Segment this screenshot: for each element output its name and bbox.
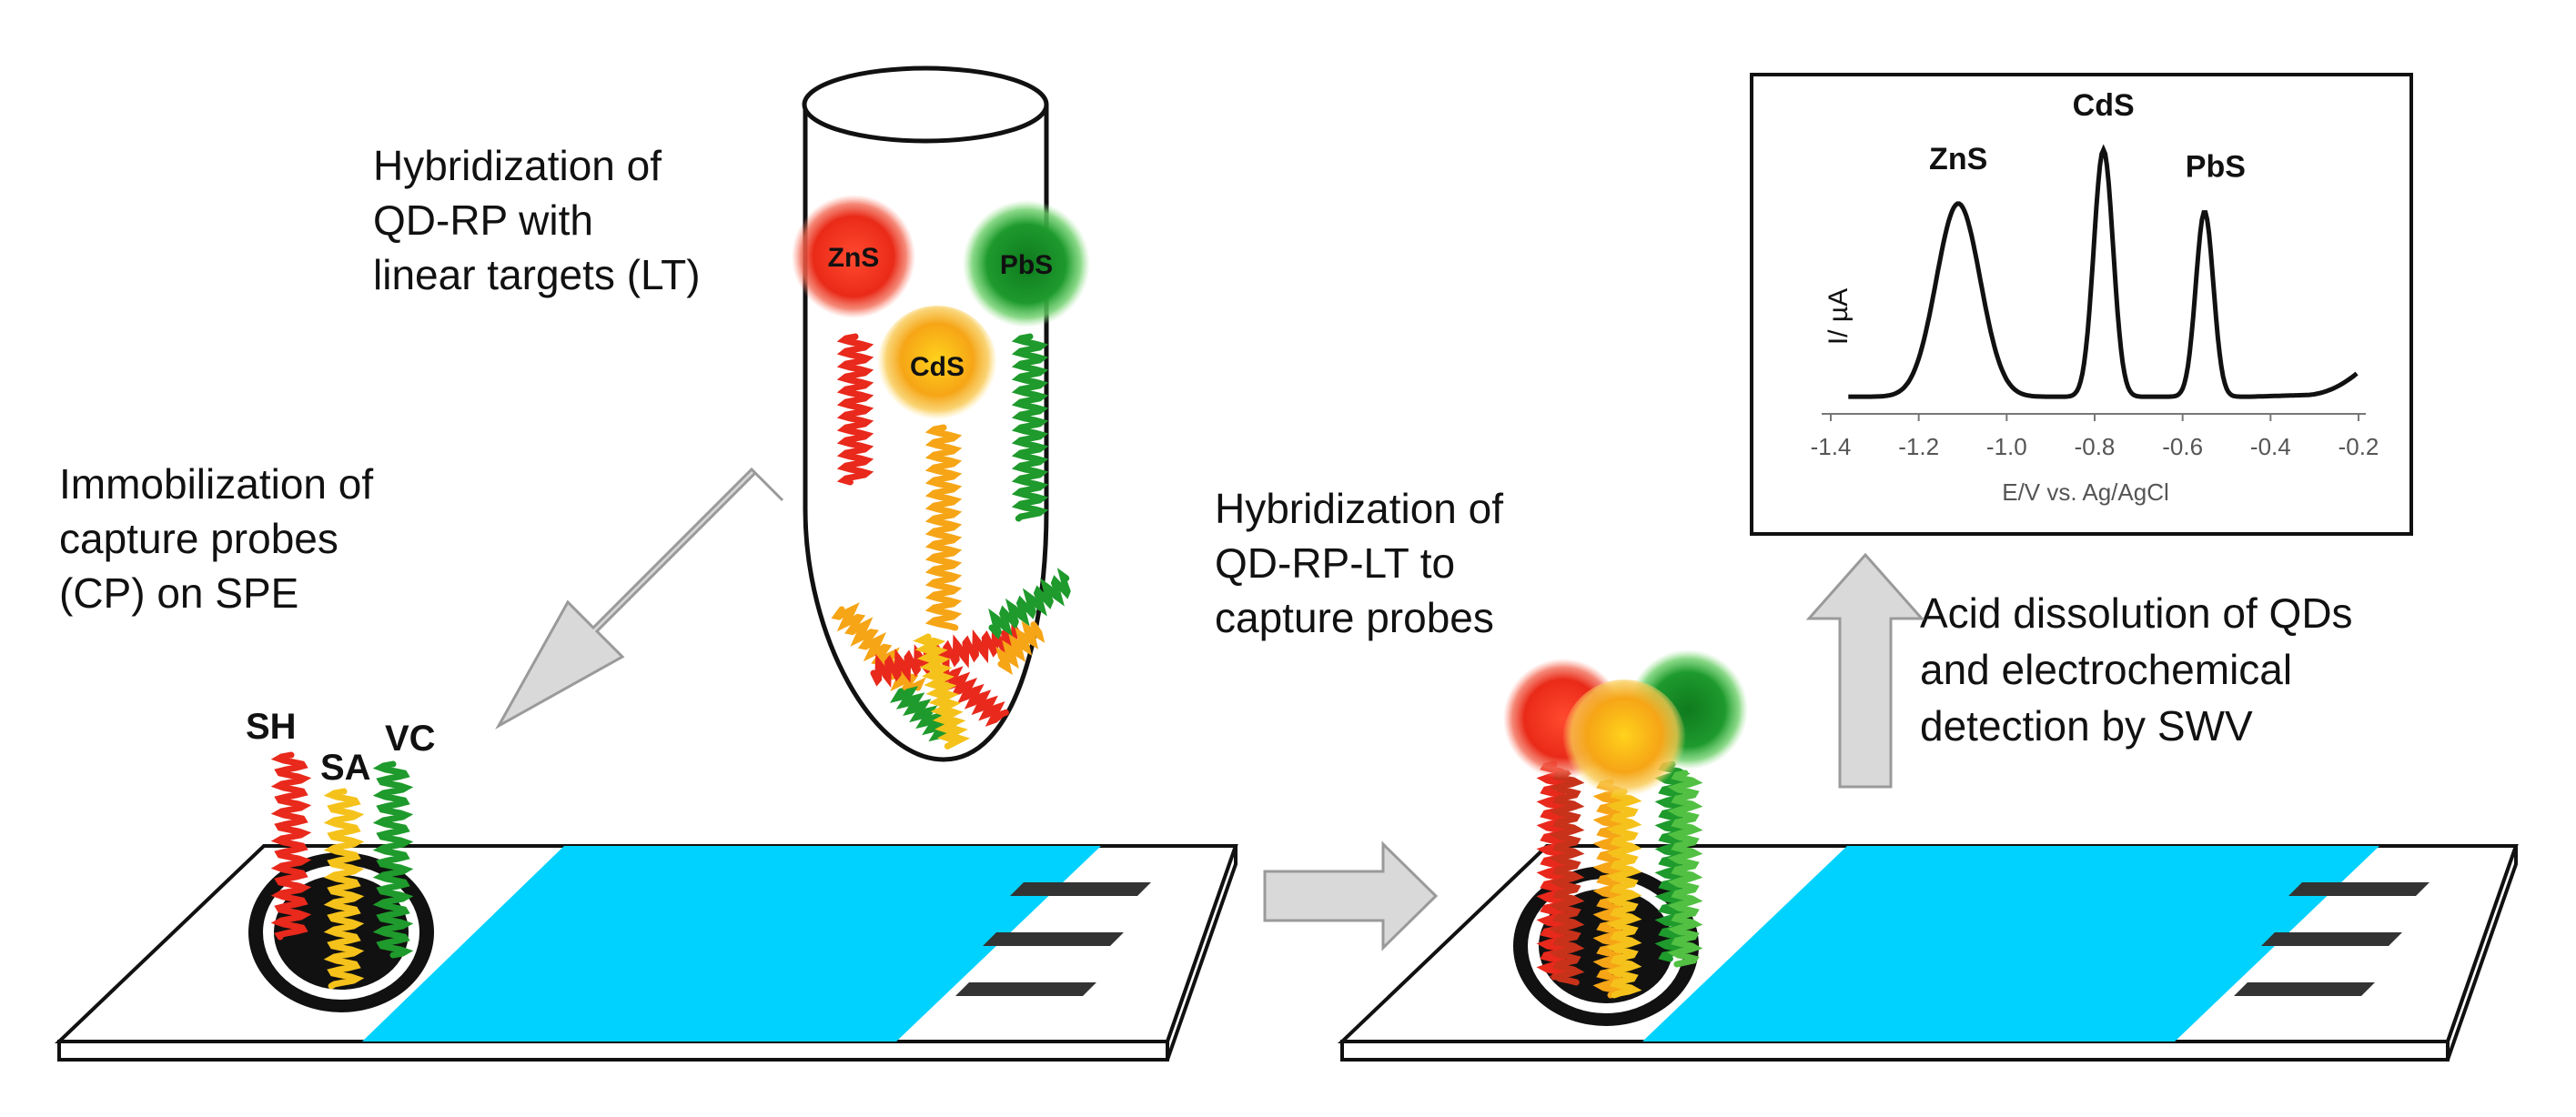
step-label-capture: Hybridization of QD-RP-LT to capture pro… — [1215, 485, 1503, 641]
immobilization-step-line-2: capture probes — [59, 515, 338, 562]
peak-labels: ZnS CdS PbS — [1929, 88, 2246, 185]
captured-quantum-dots — [1503, 649, 1748, 803]
qd-label-pbs: PbS — [1000, 250, 1053, 280]
immobilization-step-line-1: Immobilization of — [59, 460, 373, 508]
x-tick-label: -0.4 — [2250, 433, 2291, 460]
assembled-probes-right — [1536, 760, 1703, 999]
detection-step-line-1: Acid dissolution of QDs — [1920, 589, 2353, 637]
peak-label-pbs: PbS — [2186, 150, 2246, 185]
x-tick-label: -0.2 — [2339, 433, 2379, 460]
probe-label-vc: VC — [385, 719, 436, 759]
peak-label-cds: CdS — [2073, 88, 2135, 123]
probe-labels: SH SA VC — [246, 707, 436, 788]
step-label-detection: Acid dissolution of QDs and electrochemi… — [1920, 589, 2353, 750]
qd-label-zns: ZnS — [828, 243, 880, 273]
detection-step-line-2: and electrochemical — [1920, 646, 2292, 693]
detection-step-line-3: detection by SWV — [1920, 702, 2253, 750]
capture-step-line-1: Hybridization of — [1215, 485, 1503, 532]
arrow-up-to-chart — [1805, 552, 1925, 789]
tube-quantum-dots: ZnS PbS CdS — [792, 195, 1090, 426]
x-tick-label: -0.8 — [2075, 433, 2116, 460]
step-label-tube: Hybridization of QD-RP with linear targe… — [373, 142, 701, 298]
voltammogram-curve — [1848, 144, 2359, 399]
capture-step-line-3: capture probes — [1215, 594, 1494, 641]
capture-step-line-2: QD-RP-LT to — [1215, 539, 1455, 587]
immobilization-step-line-3: (CP) on SPE — [59, 569, 298, 617]
arrow-right-to-capture — [1263, 840, 1439, 951]
electrode-left — [55, 844, 1238, 1062]
x-tick-label: -1.2 — [1898, 433, 1939, 460]
y-axis-label: I/ µA — [1823, 288, 1854, 345]
x-tick-label: -1.4 — [1811, 433, 1852, 460]
tube-step-line-3: linear targets (LT) — [373, 251, 701, 298]
tube-step-line-1: Hybridization of — [373, 142, 662, 189]
electrode-band-left — [362, 846, 1101, 1042]
x-tick-label: -1.0 — [1986, 433, 2027, 460]
qd-pbs: PbS — [963, 200, 1090, 327]
capture-probes-left — [270, 751, 414, 990]
probe-label-sh: SH — [246, 707, 297, 747]
electrode-band-right — [1642, 846, 2379, 1042]
captured-qd-cds — [1562, 679, 1686, 803]
arrow-tube-to-electrode — [495, 467, 784, 730]
voltammogram-chart: -1.4 -1.2 -1.0 -0.8 -0.6 -0.4 -0.2 ZnS CdS PbS E… — [1750, 73, 2413, 536]
chart-frame — [1750, 73, 2413, 536]
x-tick-label: -0.6 — [2162, 433, 2203, 460]
x-axis-label: E/V vs. Ag/AgCl — [2002, 478, 2169, 506]
probe-label-sa: SA — [320, 748, 371, 788]
tube-step-line-2: QD-RP with — [373, 196, 593, 244]
electrode-right — [1338, 844, 2519, 1062]
qd-label-cds: CdS — [910, 352, 965, 382]
step-label-immobilization: Immobilization of capture probes (CP) on… — [59, 460, 373, 617]
qd-cds: CdS — [877, 306, 997, 426]
x-ticks: -1.4 -1.2 -1.0 -0.8 -0.6 -0.4 -0.2 — [1811, 414, 2379, 460]
qd-zns: ZnS — [792, 195, 915, 318]
tube-strands — [831, 333, 1071, 750]
peak-label-zns: ZnS — [1929, 142, 1987, 176]
